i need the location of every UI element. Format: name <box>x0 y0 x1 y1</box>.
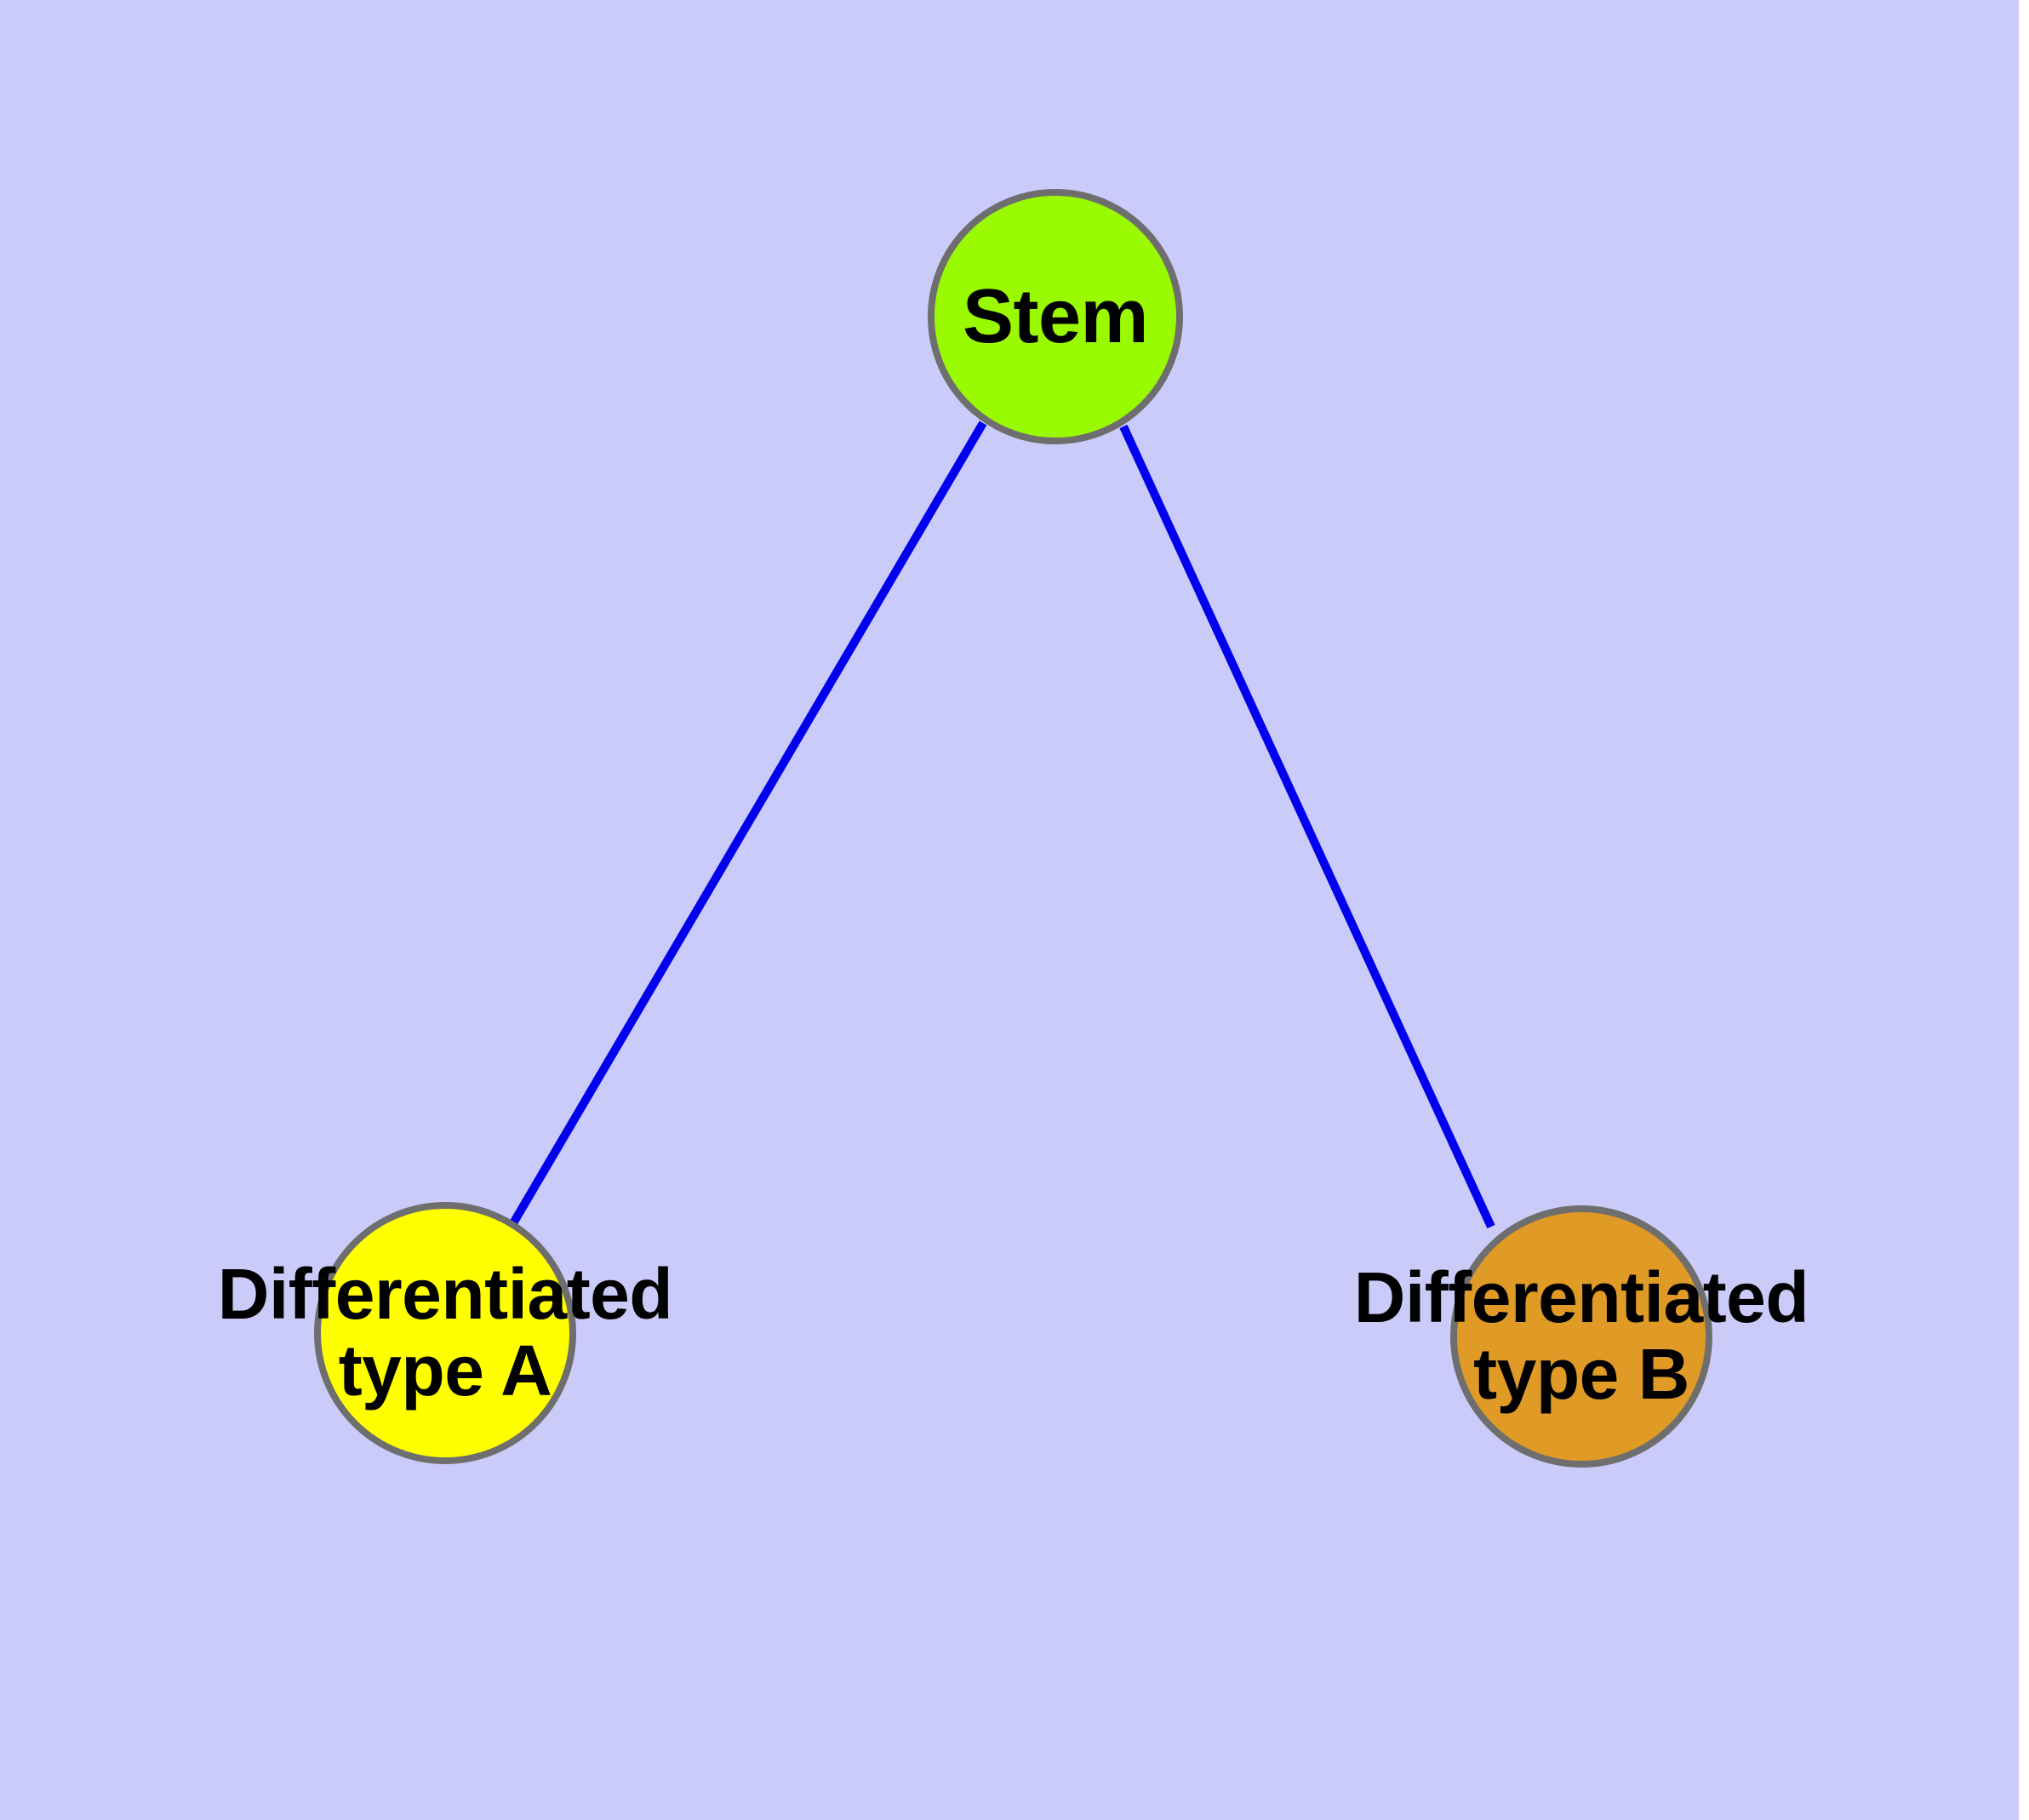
node-differentiated-type-b-circle[interactable] <box>1450 1205 1712 1468</box>
node-differentiated-type-b[interactable]: Differentiated type B <box>1354 1205 1809 1468</box>
edge-stem-to-differentiated-type-a <box>509 421 987 1226</box>
edge-stem-to-differentiated-type-b <box>1119 424 1495 1229</box>
node-differentiated-type-a[interactable]: Differentiated type A <box>218 1202 673 1464</box>
node-differentiated-type-a-circle[interactable] <box>314 1202 576 1464</box>
node-differentiated-type-a-label: Differentiated type A <box>217 1254 673 1411</box>
node-stem-label: Stem <box>962 273 1149 359</box>
node-stem[interactable]: Stem <box>928 189 1183 444</box>
node-differentiated-type-b-label: Differentiated type B <box>1353 1257 1809 1414</box>
node-stem-circle[interactable] <box>928 189 1183 444</box>
